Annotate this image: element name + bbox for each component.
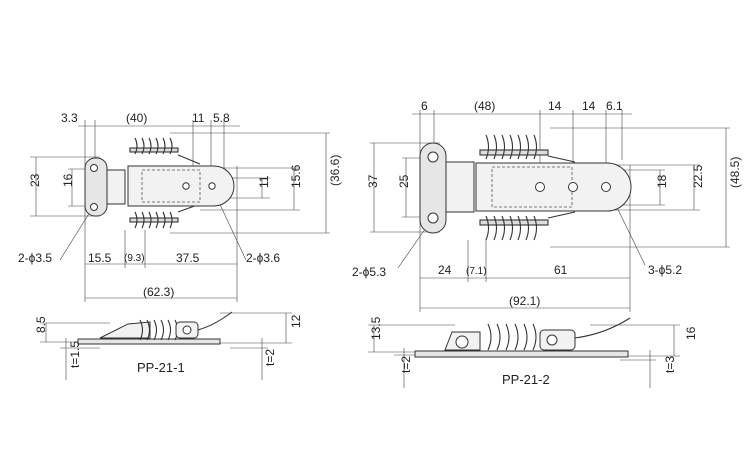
dim-6: 6: [421, 99, 428, 113]
pivot-pin: [546, 334, 558, 346]
hasp-body: [127, 165, 235, 207]
dim-3-3: 3.3: [61, 111, 78, 125]
hasp-hole: [182, 182, 190, 190]
dim-11-right: 11: [257, 175, 271, 188]
dim-61: 61: [554, 263, 568, 277]
mount-hole: [427, 212, 439, 224]
spring-top: [129, 137, 201, 165]
dim-t-2: t=2: [263, 349, 277, 366]
dim-t-2-right: t=2: [399, 356, 413, 373]
dim-23: 23: [28, 173, 42, 187]
spring-wire: [574, 317, 631, 339]
side-ext-left: [40, 312, 292, 380]
dim-13-5: 13.5: [369, 316, 383, 340]
title-pp-21-2: PP-21-2: [502, 372, 550, 387]
base-strip: [414, 350, 629, 358]
spring-top: [479, 134, 576, 163]
mount-hole: [427, 151, 439, 163]
dimension-lines-right: [373, 113, 727, 309]
dim-25: 25: [397, 174, 411, 188]
dim-2-phi5-3: 2-ϕ5.3: [352, 265, 386, 279]
hinge-pin: [455, 335, 469, 349]
dim-15-5: 15.5: [88, 251, 112, 265]
spring-wire: [197, 311, 233, 331]
dim-t-3: t=3: [663, 356, 677, 373]
dim-48: (48): [474, 99, 495, 113]
dim-2-phi3-5: 2-ϕ3.5: [18, 251, 52, 265]
pp-21-1-top-view: 3.3 (40) 11 5.8 23 16 11 15.6 (36.6) 2-ϕ…: [18, 111, 342, 302]
dim-t-1-5: t=1.5: [68, 341, 82, 368]
dim-7-1: (7.1): [466, 266, 487, 277]
dim-12: 12: [289, 314, 303, 328]
mount-hole: [90, 164, 98, 172]
title-pp-21-1: PP-21-1: [137, 360, 185, 375]
hasp-hole: [535, 182, 545, 192]
hinge-lever: [99, 321, 151, 339]
pp-21-2-top-view: 6 (48) 14 14 6.1 37 25 18 22.5 (48.5) 2-…: [352, 99, 742, 312]
dim-16: 16: [61, 173, 75, 187]
dim-62-3: (62.3): [143, 285, 174, 299]
dim-14-a: 14: [548, 99, 562, 113]
side-spring: [139, 319, 179, 341]
dim-40: (40): [126, 111, 147, 125]
spring-bottom: [479, 211, 576, 241]
dim-37: 37: [366, 174, 380, 188]
spring-bottom: [129, 203, 201, 229]
dim-24: 24: [438, 263, 452, 277]
dim-18: 18: [655, 174, 669, 188]
dim-2-phi3-6: 2-ϕ3.6: [246, 251, 280, 265]
dim-37-5: 37.5: [176, 251, 200, 265]
hasp-hole: [568, 182, 578, 192]
side-spring: [487, 323, 537, 351]
dim-8-5: 8.5: [34, 316, 48, 333]
mount-hole: [90, 203, 98, 211]
hasp-hole: [208, 182, 216, 190]
pivot-pin: [182, 325, 192, 335]
dim-48-5: (48.5): [728, 157, 742, 188]
hasp-body: [475, 162, 632, 212]
hinge-block: [445, 161, 475, 213]
dim-6-1: 6.1: [606, 99, 623, 113]
pp-21-1-side-view: 8.5 12 t=1.5 t=2 PP-21-1: [34, 311, 303, 380]
dim-5-8: 5.8: [213, 111, 230, 125]
dim-15-6: 15.6: [289, 164, 303, 188]
hasp-hole: [601, 182, 611, 192]
pp-21-2-side-view: 13.5 16 t=2 t=3 PP-21-2: [368, 316, 698, 388]
dim-14-b: 14: [582, 99, 596, 113]
dim-22-5: 22.5: [691, 164, 705, 188]
dim-16: 16: [684, 326, 698, 340]
dim-36-6: (36.6): [328, 155, 342, 186]
dim-11: 11: [192, 111, 205, 125]
dim-92-1: (92.1): [509, 294, 540, 308]
hinge-block: [106, 169, 126, 205]
base-strip: [77, 338, 221, 345]
dim-3-phi5-2: 3-ϕ5.2: [648, 263, 682, 277]
dimension-lines-left: [35, 125, 327, 299]
dim-9-3: (9.3): [124, 253, 145, 264]
